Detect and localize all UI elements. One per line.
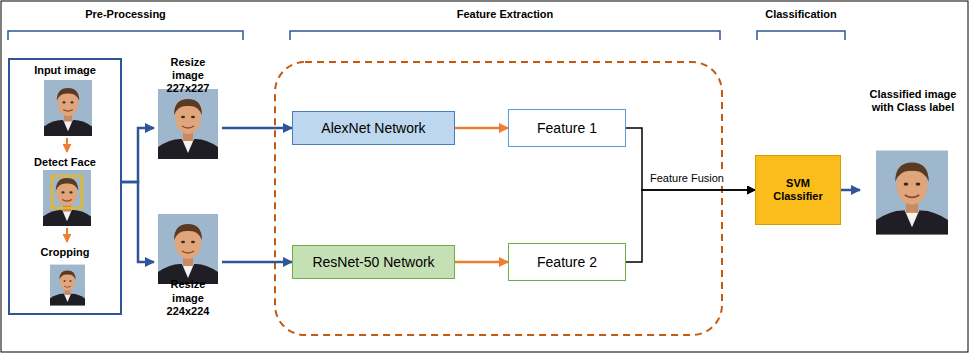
node-text: SVM Classifier bbox=[762, 177, 834, 203]
network-box: AlexNet Network bbox=[292, 111, 455, 145]
node-text: Cropping bbox=[10, 246, 120, 259]
section-bracket bbox=[8, 31, 243, 40]
section-bracket bbox=[290, 31, 720, 40]
flow-arrow bbox=[222, 261, 292, 264]
node-text: Input image bbox=[10, 64, 120, 77]
face-photo bbox=[158, 214, 218, 284]
face-photo bbox=[43, 170, 91, 226]
classifier-box: SVM Classifier bbox=[755, 155, 841, 225]
image-node: Resize image 224x224 bbox=[154, 212, 222, 318]
face-photo bbox=[50, 265, 85, 306]
image-node: Resize image 227x227 bbox=[154, 56, 222, 162]
flow-arrow bbox=[222, 127, 292, 130]
node-text: AlexNet Network bbox=[321, 120, 425, 137]
flow-arrow bbox=[841, 189, 860, 192]
flow-arrow bbox=[455, 261, 508, 264]
flow-arrow bbox=[122, 128, 154, 182]
face-detect-box bbox=[52, 176, 82, 208]
node-text: Feature 2 bbox=[537, 254, 597, 271]
section-header: Pre-Processing bbox=[8, 8, 243, 20]
node-text: Resize image 227x227 bbox=[154, 56, 222, 96]
node-text: Detect Face bbox=[10, 156, 120, 169]
edge-label: Feature Fusion bbox=[648, 172, 726, 184]
flow-arrow bbox=[122, 182, 154, 262]
section-bracket bbox=[757, 31, 845, 40]
image-node: Classified image with Class label bbox=[860, 88, 966, 240]
preprocess-panel: Input imageDetect FaceCropping bbox=[8, 58, 122, 315]
feature-box: Feature 1 bbox=[508, 109, 626, 147]
network-box: ResNet-50 Network bbox=[292, 245, 455, 279]
node-text: Feature 1 bbox=[537, 120, 597, 137]
face-photo bbox=[158, 89, 218, 159]
dashed-region bbox=[275, 62, 722, 335]
flow-arrow bbox=[626, 190, 755, 262]
feature-box: Feature 2 bbox=[508, 243, 626, 281]
section-header: Feature Extraction bbox=[290, 8, 720, 20]
step-arrow bbox=[66, 138, 68, 152]
face-photo bbox=[876, 151, 948, 235]
flow-arrow bbox=[455, 127, 508, 130]
section-header: Classification bbox=[757, 8, 845, 20]
step-arrow bbox=[66, 228, 68, 242]
node-text: Resize image 224x224 bbox=[154, 278, 222, 318]
node-text: Classified image with Class label bbox=[860, 88, 966, 114]
flow-arrow bbox=[626, 128, 755, 190]
face-photo bbox=[44, 80, 92, 136]
node-text: ResNet-50 Network bbox=[312, 254, 434, 271]
